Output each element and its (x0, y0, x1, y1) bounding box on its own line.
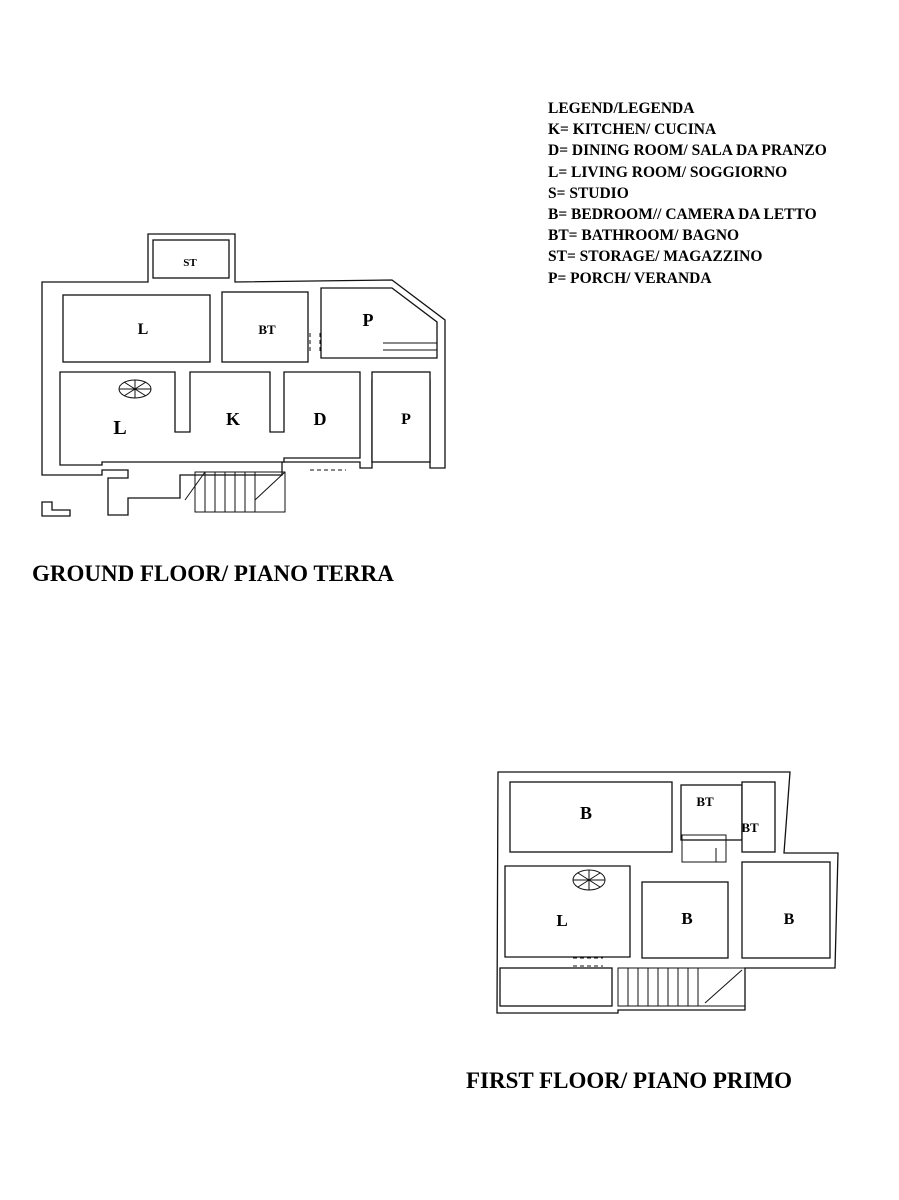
room-label-p: P (401, 411, 411, 428)
ground-floor-plan: ST L BT P L K D P (41, 233, 446, 517)
room-label-b-top: B (580, 803, 592, 823)
legend-item: D= DINING ROOM/ SALA DA PRANZO (548, 142, 827, 160)
room-label-p-top: P (363, 310, 374, 330)
room-label-d: D (314, 409, 327, 429)
first-floor-title: FIRST FLOOR/ PIANO PRIMO (466, 1068, 793, 1093)
room-label-bt1: BT (696, 794, 714, 809)
room-label-l: L (556, 911, 567, 930)
spiral-stair-icon (118, 379, 152, 399)
legend-item: S= STUDIO (548, 184, 629, 202)
legend-item: B= BEDROOM// CAMERA DA LETTO (548, 206, 817, 224)
room-label-bt2: BT (741, 820, 759, 835)
first-floor-staircase (617, 834, 746, 1007)
room-label-b-right: B (784, 911, 795, 928)
room-label-st: ST (183, 257, 197, 269)
spiral-stair-icon (572, 869, 606, 891)
room-label-l-top: L (138, 321, 149, 338)
room-label-b-mid: B (681, 909, 692, 928)
ground-floor-title: GROUND FLOOR/ PIANO TERRA (32, 561, 394, 586)
room-label-k: K (226, 409, 240, 429)
staircase (184, 471, 286, 513)
legend-item: L= LIVING ROOM/ SOGGIORNO (548, 163, 788, 181)
legend-item: P= PORCH/ VERANDA (548, 269, 712, 287)
legend-title: LEGEND/LEGENDA (548, 100, 695, 117)
legend-item: BT= BATHROOM/ BAGNO (548, 227, 740, 245)
legend-item: ST= STORAGE/ MAGAZZINO (548, 248, 763, 266)
legend-item: K= KITCHEN/ CUCINA (548, 121, 717, 139)
first-floor-plan: B BT BT L B B (496, 771, 839, 1014)
room-label-l: L (113, 417, 126, 439)
room-label-bt: BT (258, 322, 276, 337)
legend: LEGEND/LEGENDA K= KITCHEN/ CUCINA D= DIN… (548, 98, 827, 289)
